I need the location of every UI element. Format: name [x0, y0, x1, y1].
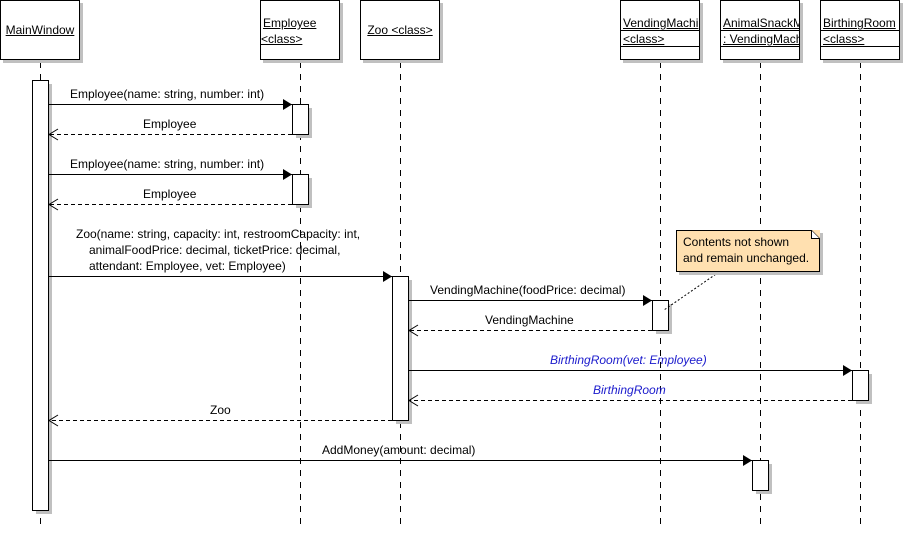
message-label-8[interactable]: BirthingRoom(vet: Employee)	[550, 353, 707, 367]
message-label-5-line2[interactable]: animalFoodPrice: decimal, ticketPrice: d…	[89, 243, 341, 257]
header-divider	[821, 46, 899, 47]
activation-zoo	[392, 276, 409, 421]
note-connector	[663, 271, 720, 311]
header-divider	[821, 30, 899, 31]
lifeline-name: AnimalSnackM	[723, 16, 800, 30]
message-label-10[interactable]: Zoo	[210, 403, 231, 417]
header-divider	[621, 46, 699, 47]
message-label-11[interactable]: AddMoney(amount: decimal)	[322, 443, 476, 457]
message-label-1[interactable]: Employee(name: string, number: int)	[70, 87, 265, 101]
lifeline-name: BirthingRoom	[823, 16, 896, 30]
header-divider	[621, 30, 699, 31]
message-label-6[interactable]: VendingMachine(foodPrice: decimal)	[430, 283, 626, 297]
lifeline-stereotype: <class>	[823, 32, 865, 46]
message-label-4[interactable]: Employee	[143, 187, 197, 201]
activation-animalsnack	[752, 460, 769, 491]
message-label-2[interactable]: Employee	[143, 117, 197, 131]
note-text-line2: and remain unchanged.	[683, 251, 810, 265]
note-outline	[676, 230, 820, 272]
lifeline-name: Employee	[263, 16, 317, 30]
lifeline-header-zoo[interactable]: Zoo <class>	[360, 0, 440, 60]
note-text-line1: Contents not shown	[683, 235, 790, 249]
lifeline-name: MainWindow	[5, 23, 75, 37]
message-label-5-line3[interactable]: attendant: Employee, vet: Employee)	[89, 259, 286, 273]
header-divider	[721, 46, 799, 47]
header-divider	[721, 30, 799, 31]
lifeline-header-employee[interactable]: Employee <class>	[260, 0, 340, 60]
lifeline-header-mainwindow[interactable]: MainWindow	[0, 0, 80, 60]
lifeline-stereotype: <class>	[261, 32, 303, 46]
activation-birthingroom	[852, 370, 869, 401]
lifeline-header-animalsnack[interactable]: AnimalSnackM : VendingMach	[720, 0, 800, 60]
message-label-9[interactable]: BirthingRoom	[593, 383, 666, 397]
activation-vendingmachine	[652, 300, 669, 331]
lifeline-stereotype: <class>	[623, 32, 665, 46]
note[interactable]: Contents not shown and remain unchanged.	[676, 230, 820, 272]
lifeline-name: Zoo <class>	[367, 23, 433, 37]
message-label-7[interactable]: VendingMachine	[485, 313, 574, 327]
lifeline-name: VendingMachi	[623, 16, 699, 30]
activation-employee-2	[292, 174, 309, 205]
activation-employee-1	[292, 104, 309, 135]
message-label-5-line1[interactable]: Zoo(name: string, capacity: int, restroo…	[76, 227, 361, 241]
lifeline-header-vendingmachine[interactable]: VendingMachi <class>	[620, 0, 700, 60]
message-label-3[interactable]: Employee(name: string, number: int)	[70, 157, 265, 171]
lifeline-header-birthingroom[interactable]: BirthingRoom <class>	[820, 0, 900, 60]
lifeline-type: : VendingMach	[723, 32, 800, 46]
activation-mainwindow	[32, 80, 49, 511]
